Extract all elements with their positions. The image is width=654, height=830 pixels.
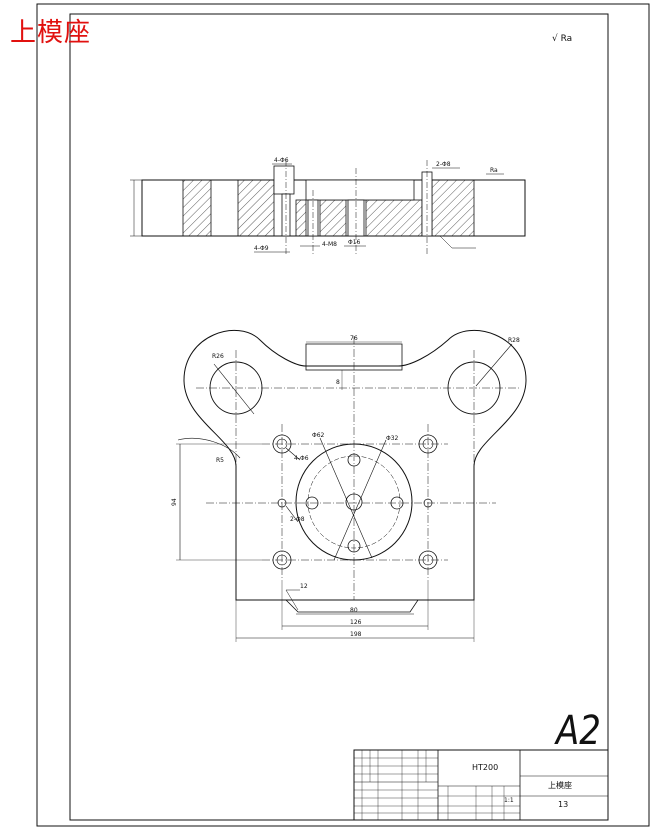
section-view: 4-Φ6 2-Φ8 4-Φ9 4-M8 Φ16 Ra [130, 157, 526, 256]
section-pin-holes-label: 2-Φ8 [436, 161, 451, 168]
section-holes-top-label: 4-Φ6 [274, 157, 289, 164]
section-bottom-left-label: 4-Φ9 [254, 245, 269, 252]
plan-bolt-holes-label: 4-Φ6 [294, 455, 309, 462]
plan-height-label: 94 [171, 498, 178, 506]
plan-dim-outer-label: 198 [350, 631, 362, 638]
title-block-part-name: 上模座 [548, 781, 572, 790]
plan-r-inner-label: R5 [216, 457, 224, 464]
plan-view: R26 R28 76 8 R5 4-Φ6 2-Φ8 Φ62 Φ32 94 12 … [171, 330, 527, 642]
section-bottom-mid-label: 4-M8 [322, 241, 337, 248]
title-block-sheet-number: 13 [558, 800, 569, 809]
title-block-material: HT200 [472, 763, 499, 772]
plan-pin-holes-label: 2-Φ8 [290, 516, 305, 523]
sheet-size-label: A2 [556, 708, 601, 754]
plan-center-circle-label: Φ32 [386, 435, 399, 442]
section-depth-note: Ra [490, 167, 498, 174]
plan-slot-label: 12 [300, 583, 308, 590]
plan-dim-inner-label: 80 [350, 607, 358, 614]
roughness-note: √ Ra [552, 34, 573, 44]
plan-r-right-label: R28 [508, 337, 520, 344]
plan-top-depth-label: 8 [336, 379, 340, 386]
plan-top-width-label: 76 [350, 335, 358, 342]
title-block-scale: 1:1 [504, 797, 514, 804]
outer-frame [36, 3, 650, 827]
plan-dim-mid-label: 126 [350, 619, 362, 626]
section-bottom-right-label: Φ16 [348, 239, 361, 246]
inner-frame [69, 13, 609, 821]
title-block [353, 749, 609, 821]
plan-bolt-circle-label: Φ62 [312, 432, 325, 439]
plan-r-left-label: R26 [212, 353, 224, 360]
drawing-title-red: 上模座 [10, 18, 92, 48]
